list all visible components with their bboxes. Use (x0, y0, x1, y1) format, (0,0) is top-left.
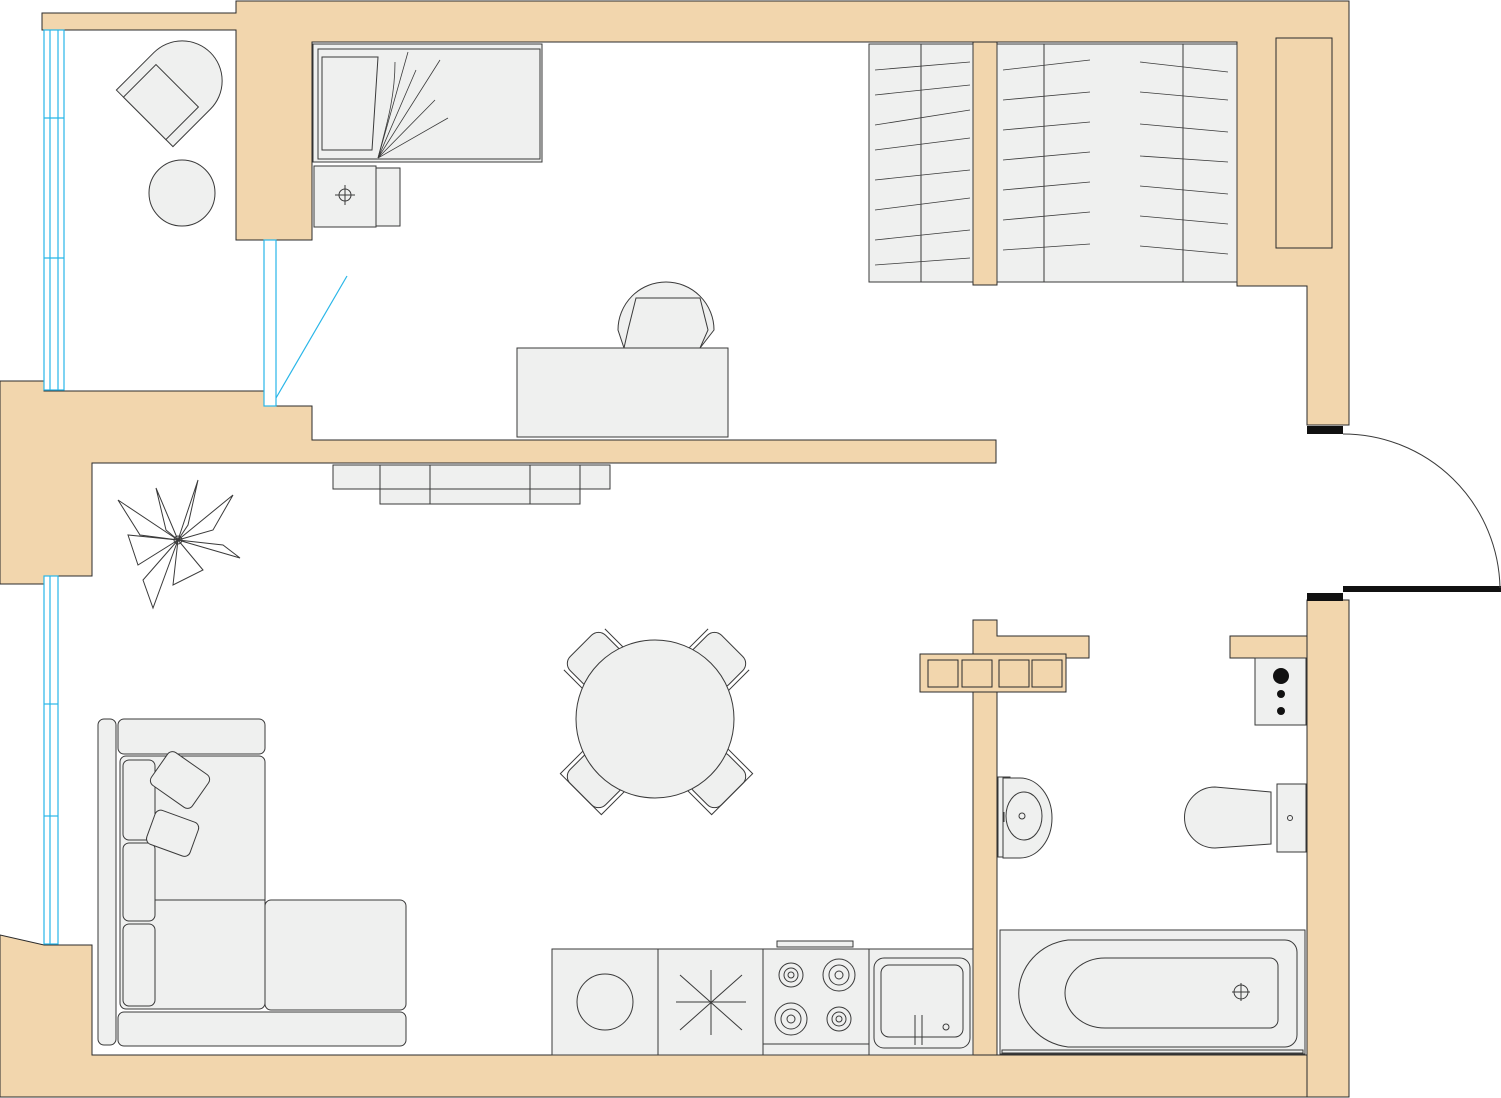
bathroom-fixtures (997, 657, 1307, 1055)
window-icon (43, 575, 59, 945)
meter-box-1 (927, 659, 959, 688)
wardrobe-partition (972, 41, 998, 286)
armchair-icon[interactable] (115, 24, 238, 148)
cooktop-icon[interactable] (762, 940, 870, 1056)
tv-console-icon[interactable] (332, 464, 611, 505)
outer-wall-right-lower (1306, 599, 1350, 1098)
bedroom-furniture (312, 43, 1238, 438)
entry-door-icon[interactable] (1307, 426, 1501, 601)
bathroom-sink-icon[interactable] (997, 776, 1053, 859)
outer-wall (41, 0, 1350, 426)
wardrobe-icon[interactable] (868, 43, 974, 283)
living-furniture (97, 464, 974, 1056)
shaft (1275, 37, 1333, 249)
washing-machine-icon[interactable] (551, 948, 659, 1056)
cushion-icon (146, 809, 200, 857)
meter-box-2 (961, 659, 993, 688)
dishwasher-icon[interactable] (657, 948, 764, 1056)
nightstand-icon[interactable] (313, 165, 401, 228)
kitchen-sink-icon[interactable] (868, 948, 974, 1056)
meter-box-4 (1031, 659, 1063, 688)
office-chair-icon[interactable] (617, 281, 715, 349)
plant-icon (117, 479, 241, 610)
toilet-icon[interactable] (1184, 783, 1307, 853)
cushion-icon (149, 751, 211, 809)
windows (43, 29, 348, 945)
single-bed-icon[interactable] (312, 43, 543, 163)
desk-icon[interactable] (516, 347, 729, 438)
dining-table-icon[interactable] (575, 639, 735, 799)
balcony-door-icon[interactable] (263, 239, 348, 407)
round-coffee-table-icon[interactable] (148, 159, 216, 227)
balcony-furniture (115, 24, 238, 227)
bathroom-wall-right-stub (1229, 635, 1308, 659)
window-icon (43, 29, 65, 391)
bathtub-icon[interactable] (999, 929, 1306, 1055)
walls (0, 0, 1350, 1098)
boiler-icon[interactable] (1254, 657, 1307, 726)
wardrobe-icon[interactable] (996, 43, 1238, 283)
meter-box-3 (998, 659, 1030, 688)
